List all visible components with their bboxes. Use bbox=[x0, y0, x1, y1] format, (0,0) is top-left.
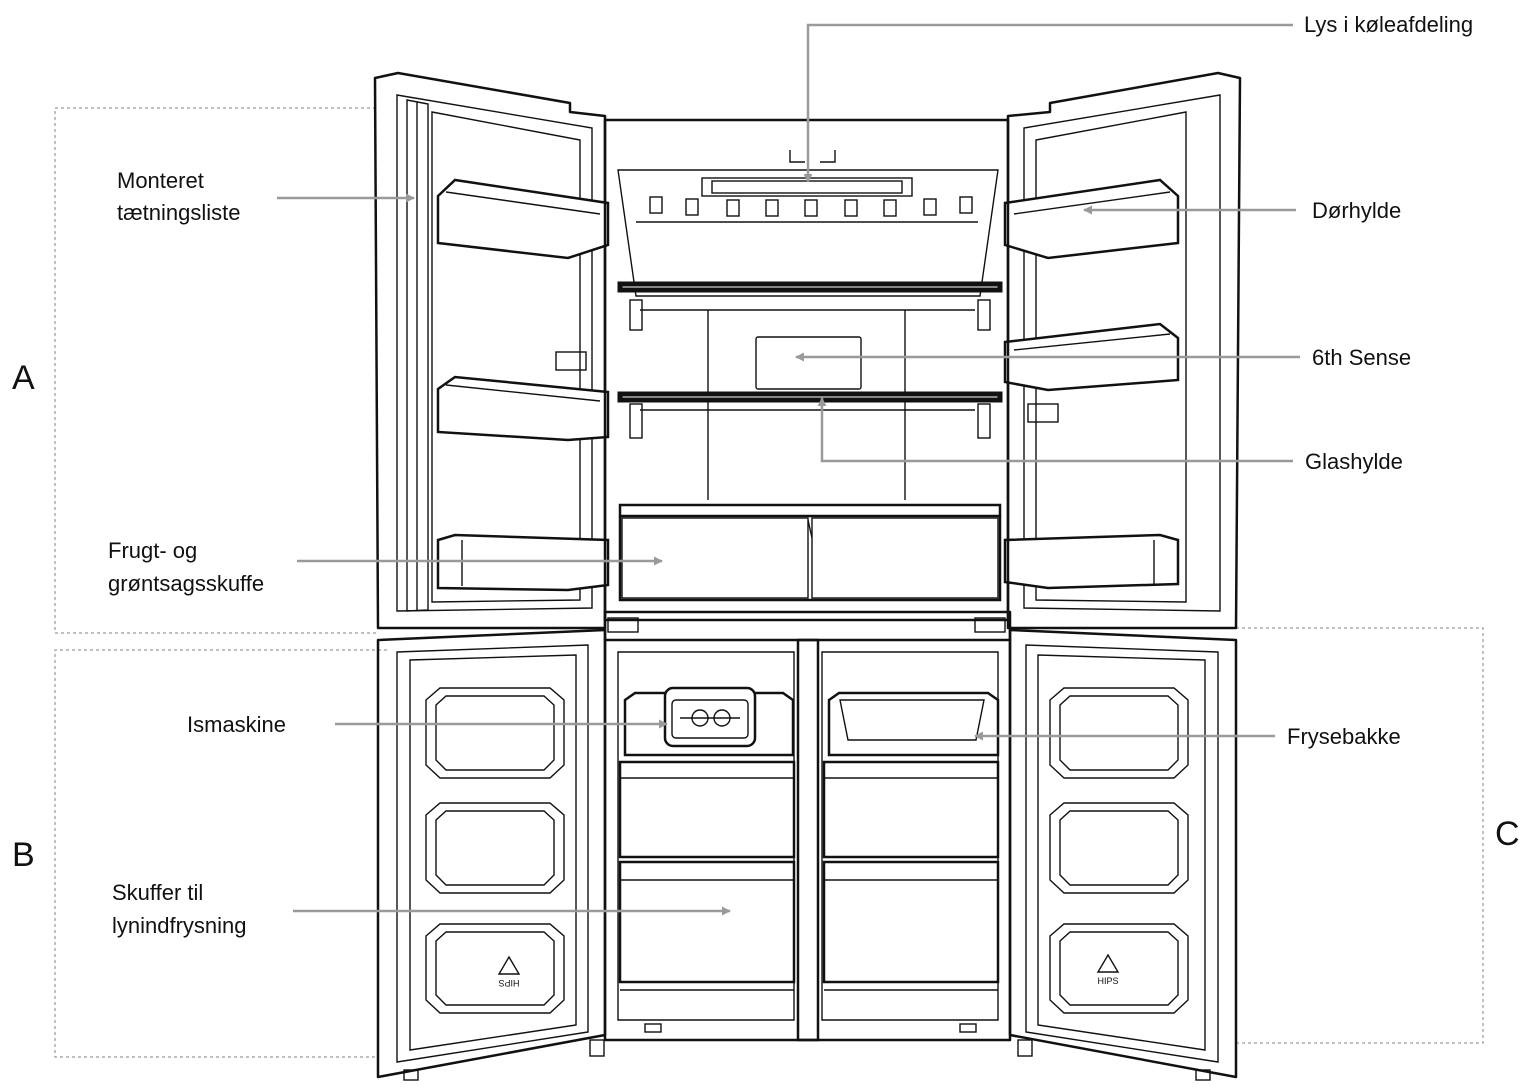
label-crisper-line2: grøntsagsskuffe bbox=[108, 571, 264, 596]
hips-marking-left: HIPS bbox=[498, 978, 519, 988]
label-quick-freeze-line2: lynindfrysning bbox=[112, 913, 247, 938]
label-ice-maker: Ismaskine bbox=[187, 712, 286, 737]
label-sense: 6th Sense bbox=[1312, 345, 1411, 370]
zone-label-c: C bbox=[1495, 815, 1520, 853]
label-glass-shelf: Glashylde bbox=[1305, 449, 1403, 474]
upper-left-door bbox=[373, 71, 610, 630]
label-gasket-line1: Monteret bbox=[117, 168, 204, 193]
light-vents bbox=[649, 196, 973, 217]
recycle-icon-right bbox=[1096, 953, 1120, 973]
arrow-light bbox=[803, 23, 1293, 183]
label-gasket-line2: tætningsliste bbox=[117, 200, 241, 225]
label-crisper-line1: Frugt- og bbox=[108, 538, 197, 563]
label-light: Lys i køleafdeling bbox=[1304, 12, 1473, 37]
arrow-glass-shelf bbox=[817, 397, 1293, 463]
label-door-shelf: Dørhylde bbox=[1312, 198, 1401, 223]
label-freezer-tray: Frysebakke bbox=[1287, 724, 1401, 749]
zone-label-b: B bbox=[12, 836, 35, 874]
upper-right-door bbox=[1003, 71, 1242, 630]
fridge-cabinet bbox=[603, 118, 1010, 622]
zone-outlines bbox=[54, 107, 1484, 1058]
recycle-icon-left bbox=[497, 955, 521, 975]
freezer-cabinet bbox=[589, 610, 1033, 1057]
hips-marking-right: HIPS bbox=[1097, 976, 1118, 986]
labels: Lys i køleafdeling Monteret tætningslist… bbox=[12, 12, 1520, 938]
zone-label-a: A bbox=[12, 359, 35, 397]
callout-arrows bbox=[277, 23, 1300, 916]
label-quick-freeze-line1: Skuffer til bbox=[112, 880, 203, 905]
lower-right-door: HIPS bbox=[1008, 628, 1238, 1081]
lower-left-door: HIPS bbox=[376, 628, 607, 1081]
